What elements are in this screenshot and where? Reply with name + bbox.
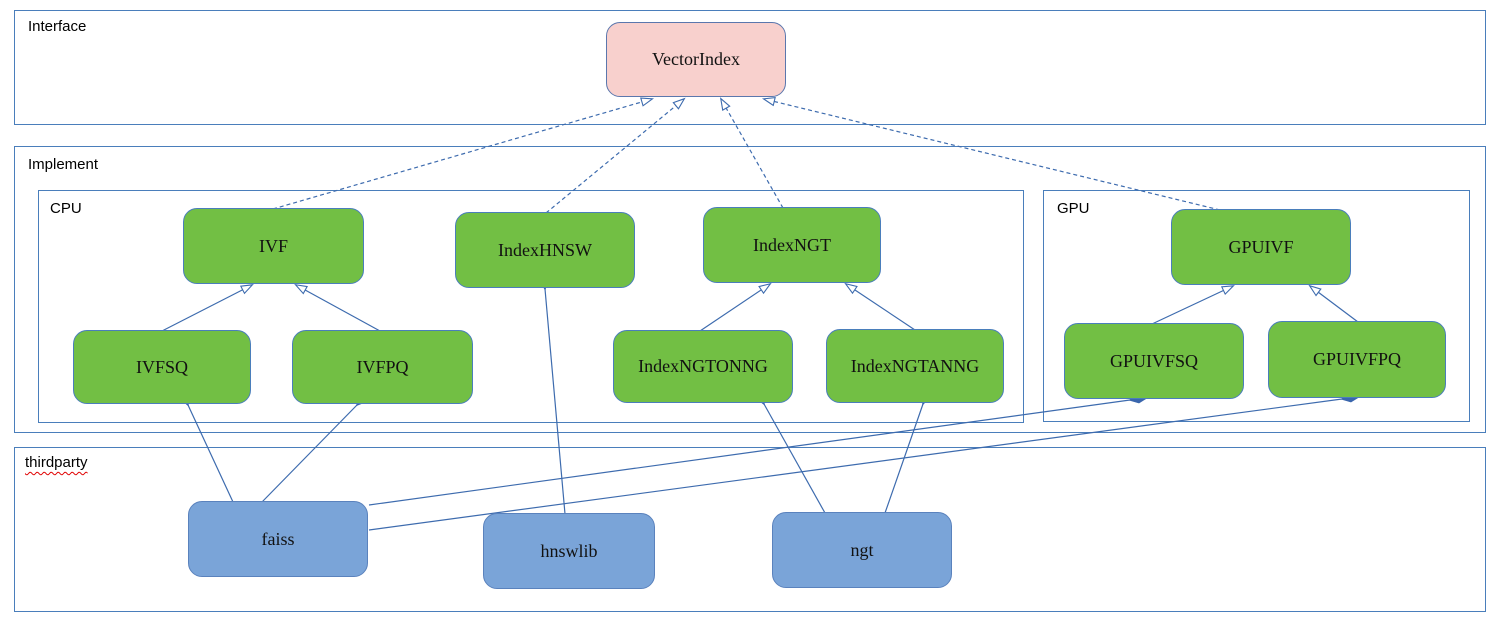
node-faiss-label: faiss: [261, 528, 295, 549]
node-indexngt: IndexNGT: [703, 207, 881, 283]
section-thirdparty-label: thirdparty: [25, 454, 88, 471]
node-ivfsq-label: IVFSQ: [135, 356, 188, 377]
node-vectorindex: VectorIndex: [606, 22, 786, 97]
node-indexngtonng-label: IndexNGTONNG: [638, 356, 768, 376]
node-gpuivfsq-label: GPUIVFSQ: [1109, 350, 1199, 371]
node-ivf-label: IVF: [258, 235, 288, 256]
node-faiss: faiss: [188, 501, 368, 577]
node-hnswlib-label: hnswlib: [540, 540, 598, 561]
node-ivfpq-label: IVFPQ: [356, 356, 409, 377]
node-indexngt-label: IndexNGT: [753, 234, 831, 255]
node-indexngtanng-label: IndexNGTANNG: [850, 355, 980, 376]
node-gpuivf: GPUIVF: [1171, 209, 1351, 285]
node-gpuivfpq-label: GPUIVFPQ: [1312, 349, 1402, 369]
section-cpu-label: CPU: [50, 200, 82, 217]
node-ngt: ngt: [772, 512, 952, 588]
section-gpu-label: GPU: [1057, 200, 1090, 217]
node-hnswlib: hnswlib: [483, 513, 655, 589]
node-indexngtanng: IndexNGTANNG: [826, 329, 1004, 403]
node-gpuivf-label: GPUIVF: [1228, 236, 1294, 257]
node-gpuivfpq: GPUIVFPQ: [1268, 321, 1446, 398]
node-ivfsq: IVFSQ: [73, 330, 251, 404]
section-implement-label: Implement: [28, 156, 99, 173]
node-gpuivfsq: GPUIVFSQ: [1064, 323, 1244, 399]
node-indexhnsw-label: IndexHNSW: [498, 239, 592, 260]
node-indexngtonng: IndexNGTONNG: [613, 330, 793, 403]
node-indexhnsw: IndexHNSW: [455, 212, 635, 288]
node-ngt-label: ngt: [850, 539, 874, 560]
section-interface-label: Interface: [28, 18, 87, 35]
node-vectorindex-label: VectorIndex: [652, 49, 740, 69]
node-ivf: IVF: [183, 208, 364, 284]
node-ivfpq: IVFPQ: [292, 330, 473, 404]
